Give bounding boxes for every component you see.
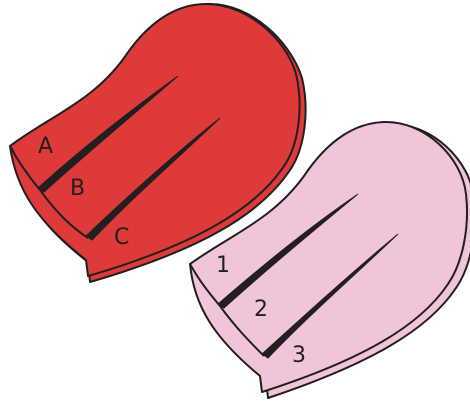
pink-strip-edge-1 (189, 263, 221, 307)
pink-slit-1 (217, 193, 359, 309)
red-slit-2 (85, 117, 221, 241)
pink-shape: 1 2 3 (189, 121, 470, 399)
red-label-a: A (38, 134, 53, 159)
pink-label-3: 3 (292, 343, 306, 368)
pink-label-2: 2 (254, 297, 268, 322)
red-shape-face (9, 3, 301, 277)
pink-shape-face (189, 121, 469, 393)
red-strip-edge-b (39, 189, 89, 239)
pink-strip-edge-2 (219, 305, 265, 357)
red-shape: A B C (9, 3, 307, 283)
pink-label-1: 1 (216, 253, 230, 278)
red-strip-edge-a (9, 145, 41, 191)
red-slit-1 (37, 75, 179, 193)
red-label-b: B (70, 176, 85, 201)
red-label-c: C (114, 225, 129, 250)
pink-slit-2 (261, 233, 399, 359)
